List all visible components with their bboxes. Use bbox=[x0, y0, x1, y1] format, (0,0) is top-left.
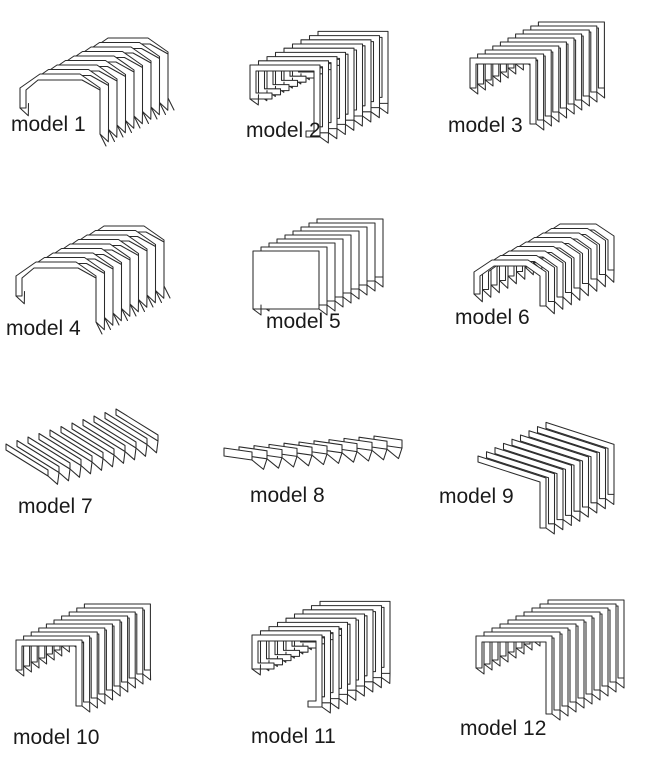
model-5-drawing bbox=[252, 218, 384, 316]
model-5-label: model 5 bbox=[266, 310, 341, 333]
model-10-drawing bbox=[15, 603, 152, 713]
model-2-drawing bbox=[249, 30, 389, 144]
model-10-label: model 10 bbox=[13, 726, 100, 749]
model-7-drawing bbox=[5, 408, 159, 485]
model-8-label: model 8 bbox=[250, 484, 325, 507]
model-4-drawing bbox=[15, 225, 171, 335]
model-12-drawing bbox=[475, 599, 625, 721]
model-3-label: model 3 bbox=[448, 114, 523, 137]
model-8-drawing bbox=[223, 435, 403, 470]
model-7-label: model 7 bbox=[18, 495, 93, 518]
model-9-drawing bbox=[477, 421, 615, 535]
model-6-drawing bbox=[473, 223, 615, 315]
model-4-label: model 4 bbox=[6, 317, 81, 340]
model-1-drawing bbox=[19, 37, 175, 147]
model-12-label: model 12 bbox=[460, 717, 547, 740]
model-1-label: model 1 bbox=[11, 113, 86, 136]
model-3-drawing bbox=[469, 21, 606, 131]
model-9-label: model 9 bbox=[439, 485, 514, 508]
model-11-drawing bbox=[251, 600, 391, 714]
model-6-label: model 6 bbox=[455, 306, 530, 329]
model-2-label: model 2 bbox=[246, 119, 321, 142]
model-11-label: model 11 bbox=[251, 725, 336, 748]
